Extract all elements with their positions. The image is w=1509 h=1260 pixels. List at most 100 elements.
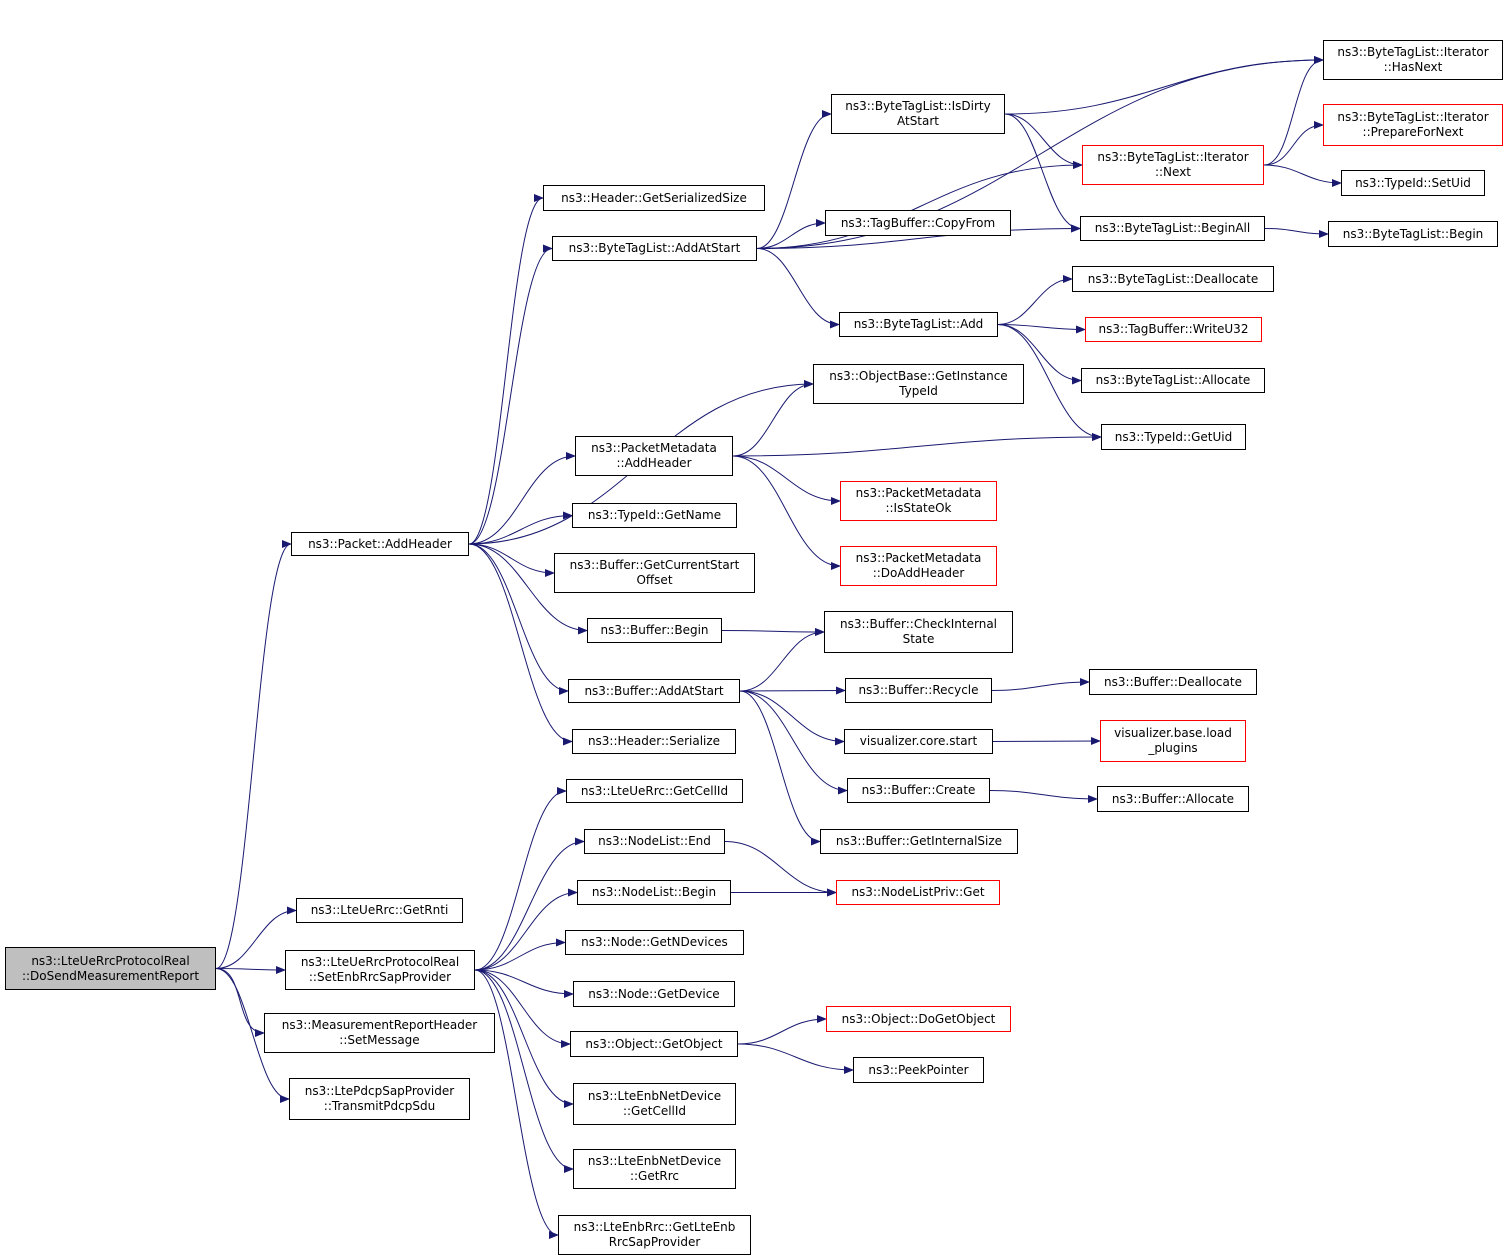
node-label-line: ns3::ObjectBase::GetInstance [829, 369, 1008, 383]
node-object-getobject[interactable]: ns3::Object::GetObject [570, 1031, 738, 1057]
node-label-line: ns3::LteUeRrcProtocolReal [31, 953, 190, 968]
node-label-line: ::SetMessage [339, 1033, 420, 1047]
node-header-getsize[interactable]: ns3::Header::GetSerializedSize [543, 185, 765, 211]
node-transmitpdcp[interactable]: ns3::LtePdcpSapProvider::TransmitPdcpSdu [289, 1078, 470, 1120]
node-nodelist-end[interactable]: ns3::NodeList::End [584, 829, 725, 854]
node-getrnti[interactable]: ns3::LteUeRrc::GetRnti [296, 898, 463, 923]
edge-btl_isdirty-to-it_hasnext [1004, 56, 1324, 115]
edge-object_getobject-to-obj_dogetobject [737, 1015, 827, 1045]
node-typeid-getname[interactable]: ns3::TypeId::GetName [572, 503, 737, 528]
node-label-line: ns3::Node::GetNDevices [581, 935, 728, 949]
node-label-line: ns3::Buffer::Create [861, 783, 976, 797]
node-btl-addatstart[interactable]: ns3::ByteTagList::AddAtStart [552, 236, 757, 261]
edge-btl_addatstart-to-btl_beginall [756, 224, 1081, 249]
node-label-line: ::TransmitPdcpSdu [323, 1099, 436, 1113]
node-peekpointer[interactable]: ns3::PeekPointer [853, 1057, 984, 1083]
node-it-next[interactable]: ns3::ByteTagList::Iterator::Next [1082, 145, 1264, 185]
node-node-getndevices[interactable]: ns3::Node::GetNDevices [565, 930, 744, 955]
node-viz-core-start[interactable]: visualizer.core.start [844, 729, 993, 754]
node-viz-load-plugins[interactable]: visualizer.base.load_plugins [1100, 720, 1246, 762]
edge-nodelist_end-to-nodelistpriv_get [724, 841, 837, 897]
node-label-line: AtStart [896, 114, 940, 128]
node-root: ns3::LteUeRrcProtocolReal::DoSendMeasure… [5, 947, 216, 990]
node-label-line: ns3::PeekPointer [868, 1062, 969, 1077]
node-it-preparefornext[interactable]: ns3::ByteTagList::Iterator::PrepareForNe… [1323, 104, 1503, 146]
edge-setenbrrc-to-nodelist_end [474, 837, 585, 971]
node-label-line: ::GetRrc [629, 1169, 680, 1183]
edge-it_next-to-it_hasnext [1263, 56, 1324, 166]
node-label-line: ns3::LteUeRrc::GetRnti [310, 903, 449, 917]
node-label-line: ns3::TypeId::SetUid [1355, 175, 1471, 190]
node-btl-begin[interactable]: ns3::ByteTagList::Begin [1328, 221, 1498, 247]
edge-btl_beginall-to-btl_begin [1264, 228, 1329, 238]
node-tagbuf-writeu32[interactable]: ns3::TagBuffer::WriteU32 [1085, 317, 1262, 342]
node-nodelistpriv-get[interactable]: ns3::NodeListPriv::Get [836, 880, 1000, 905]
node-buf-addatstart[interactable]: ns3::Buffer::AddAtStart [568, 679, 740, 703]
edge-setenbrrc-to-object_getobject [474, 969, 571, 1048]
node-btl-dealloc[interactable]: ns3::ByteTagList::Deallocate [1072, 266, 1274, 292]
node-nodelist-begin[interactable]: ns3::NodeList::Begin [577, 880, 731, 905]
node-buf-create[interactable]: ns3::Buffer::Create [847, 778, 990, 803]
node-label-line: ns3::TypeId::GetUid [1114, 429, 1233, 444]
node-label-line: ns3::LteEnbRrc::GetLteEnb [573, 1220, 736, 1234]
edge-root-to-setenbrrc [215, 965, 286, 974]
node-tagbuf-copyfrom[interactable]: ns3::TagBuffer::CopyFrom [825, 210, 1011, 236]
node-buf-begin[interactable]: ns3::Buffer::Begin [587, 618, 722, 643]
node-it-hasnext[interactable]: ns3::ByteTagList::Iterator::HasNext [1323, 40, 1503, 80]
node-label-line: ns3::Buffer::Begin [600, 623, 709, 637]
node-label-line: ::SetEnbRrcSapProvider [308, 970, 452, 984]
node-label-line: ns3::TagBuffer::CopyFrom [840, 215, 996, 230]
node-label-line: ns3::NodeList::Begin [591, 885, 717, 899]
edge-pm_addheader-to-typeid_getuid [732, 433, 1102, 457]
node-enbnet-getrrc[interactable]: ns3::LteEnbNetDevice::GetRrc [573, 1149, 736, 1189]
edge-it_next-to-typeid_setuid [1263, 164, 1342, 187]
node-packet-addheader[interactable]: ns3::Packet::AddHeader [291, 532, 469, 556]
node-label-line: ns3::PacketMetadata [855, 551, 982, 565]
node-buf-recycle[interactable]: ns3::Buffer::Recycle [845, 678, 992, 703]
node-uerrc-getcellid[interactable]: ns3::LteUeRrc::GetCellId [566, 779, 743, 803]
edge-packet_addheader-to-pm_addheader [468, 452, 576, 545]
node-label-line: ::HasNext [1383, 60, 1443, 74]
node-pm-isstateok[interactable]: ns3::PacketMetadata::IsStateOk [840, 481, 997, 521]
node-setenbrrc[interactable]: ns3::LteUeRrcProtocolReal::SetEnbRrcSapP… [285, 950, 475, 990]
node-btl-allocate[interactable]: ns3::ByteTagList::Allocate [1081, 368, 1265, 393]
node-label-line: ns3::Header::Serialize [587, 734, 721, 748]
edge-packet_addheader-to-header_getsize [468, 194, 544, 545]
node-btl-beginall[interactable]: ns3::ByteTagList::BeginAll [1080, 216, 1265, 241]
node-label-line: ns3::ByteTagList::Begin [1342, 226, 1484, 241]
node-buf-dealloc[interactable]: ns3::Buffer::Deallocate [1089, 669, 1257, 695]
node-buf-getinternalsize[interactable]: ns3::Buffer::GetInternalSize [820, 829, 1018, 854]
edge-btl_add-to-tagbuf_writeu32 [997, 324, 1086, 334]
edge-packet_addheader-to-header_serialize [468, 543, 573, 746]
node-obj-dogetobject[interactable]: ns3::Object::DoGetObject [826, 1006, 1011, 1032]
node-label-line: ::Next [1154, 165, 1192, 179]
edge-packet_addheader-to-buf_begin [468, 543, 588, 635]
node-measreport[interactable]: ns3::MeasurementReportHeader::SetMessage [264, 1013, 495, 1053]
node-label-line: ns3::TypeId::GetName [587, 508, 722, 522]
node-typeid-getuid[interactable]: ns3::TypeId::GetUid [1101, 424, 1246, 450]
node-label-line: _plugins [1148, 741, 1198, 755]
node-enbnet-getcellid[interactable]: ns3::LteEnbNetDevice::GetCellId [573, 1083, 736, 1125]
node-label-line: ns3::NodeListPriv::Get [851, 885, 985, 899]
node-typeid-setuid[interactable]: ns3::TypeId::SetUid [1341, 170, 1485, 196]
edge-object_getobject-to-peekpointer [737, 1043, 854, 1074]
node-label-line: ns3::MeasurementReportHeader [281, 1018, 478, 1032]
node-pm-addheader[interactable]: ns3::PacketMetadata::AddHeader [575, 436, 733, 476]
edge-buf_begin-to-buf_checkinternal [721, 627, 825, 636]
node-header-serialize[interactable]: ns3::Header::Serialize [572, 729, 736, 754]
edges-layer [215, 56, 1342, 1239]
edge-setenbrrc-to-ueRrc_getcellid [474, 787, 567, 971]
node-btl-add[interactable]: ns3::ByteTagList::Add [839, 312, 998, 337]
edge-buf_addatstart-to-buf_create [739, 690, 848, 795]
node-node-getdevice[interactable]: ns3::Node::GetDevice [573, 981, 735, 1007]
node-label-line: ::PrepareForNext [1362, 125, 1464, 139]
node-pm-doaddheader[interactable]: ns3::PacketMetadata::DoAddHeader [840, 546, 997, 586]
edge-buf_recycle-to-buf_dealloc [991, 678, 1090, 691]
node-buf-allocate[interactable]: ns3::Buffer::Allocate [1097, 786, 1249, 812]
